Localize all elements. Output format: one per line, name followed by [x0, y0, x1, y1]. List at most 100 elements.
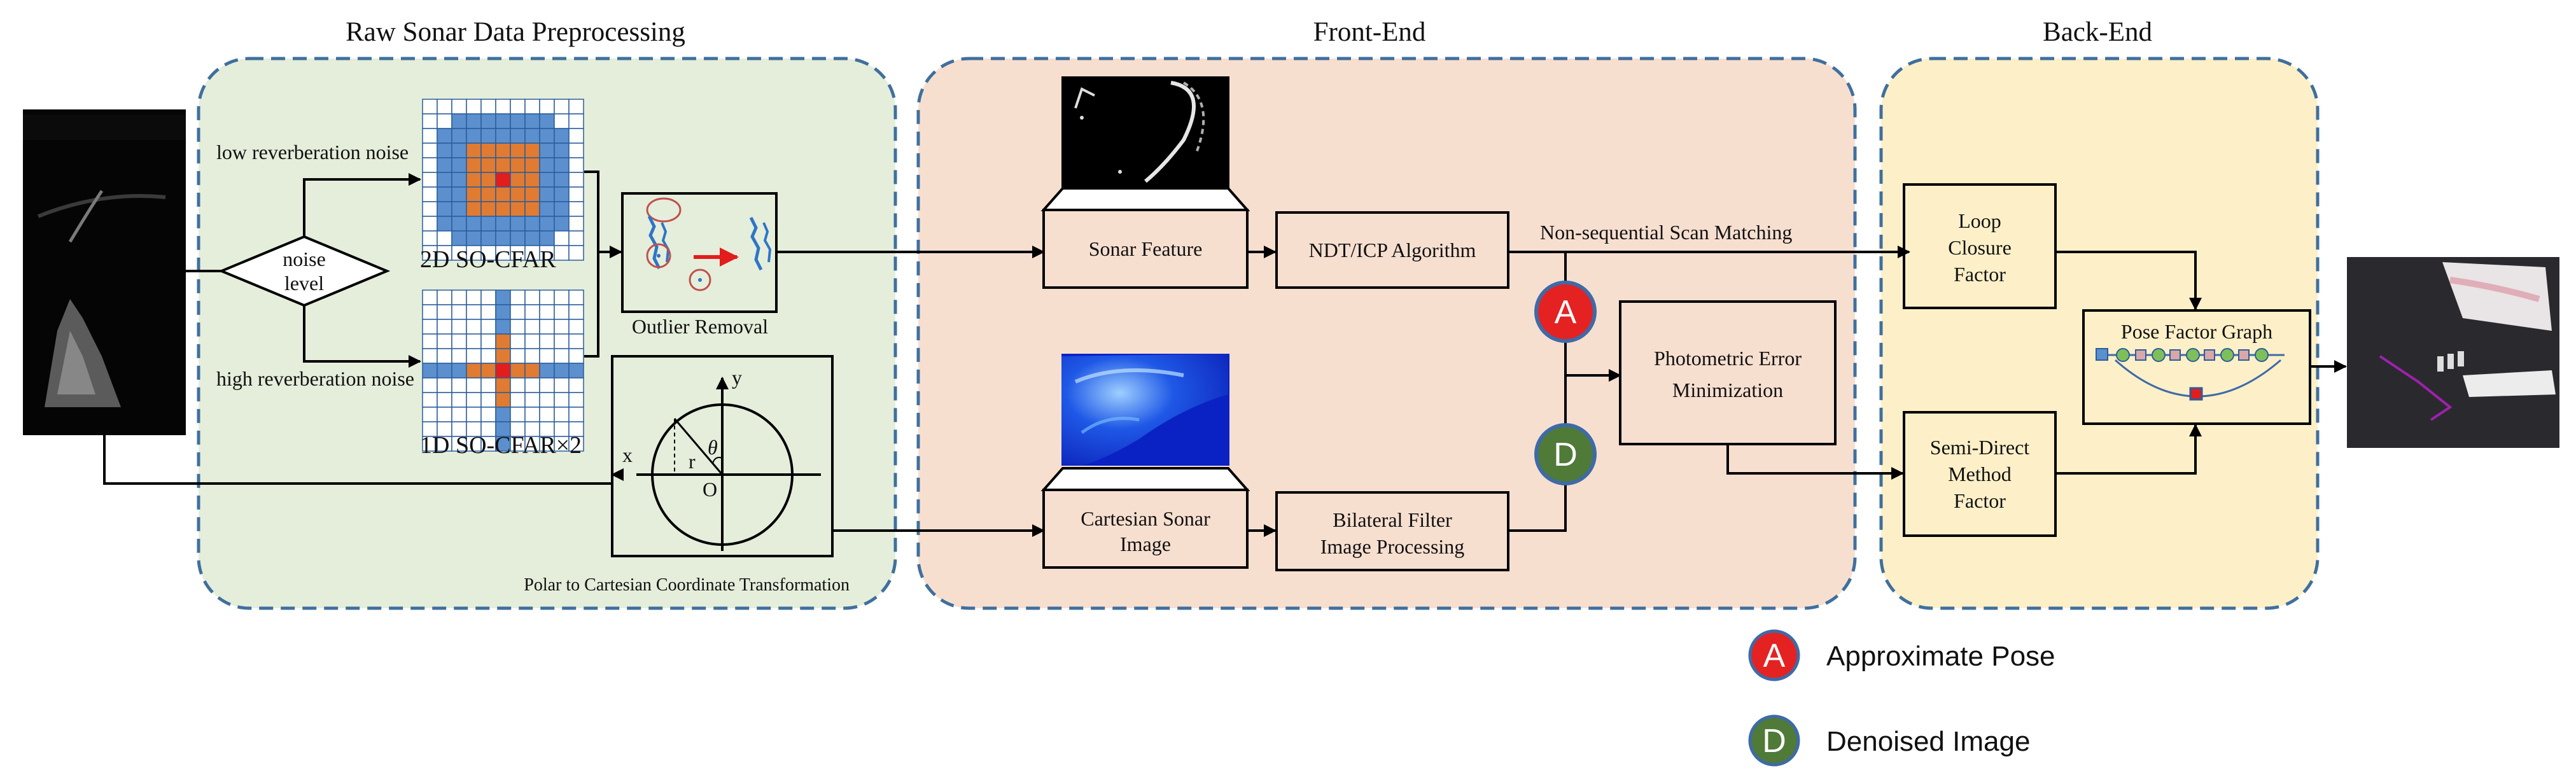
cfar-cell	[480, 172, 496, 188]
ndt-icp-label: NDT/ICP Algorithm	[1309, 239, 1476, 261]
cfar-cell	[524, 186, 540, 202]
cfar-cell	[422, 407, 438, 422]
cfar-cell	[466, 216, 482, 232]
cfar-cell	[539, 377, 555, 393]
cfar-cell	[466, 363, 482, 379]
cfar-cell	[510, 143, 526, 158]
axis-o-label: O	[703, 478, 717, 501]
outlier-removal-box	[621, 192, 778, 313]
legend-a: A Approximate Pose	[1748, 629, 2055, 681]
cfar-cell	[451, 157, 467, 173]
cfar-cell	[539, 128, 555, 144]
cfar-cell	[451, 363, 467, 379]
cfar-cell	[539, 289, 555, 305]
cfar-cell	[568, 289, 584, 305]
cfar-cell	[524, 392, 540, 408]
cfar-cell	[539, 201, 555, 217]
cfar-cell	[510, 333, 526, 349]
cfar-cell	[554, 186, 570, 202]
cfar-cell	[480, 216, 496, 232]
cfar-cell	[466, 289, 482, 305]
cfar-cell	[466, 128, 482, 144]
cfar-cell	[524, 319, 540, 335]
cfar-cell	[466, 377, 482, 393]
cfar-cell	[568, 348, 584, 364]
preprocessing-title: Raw Sonar Data Preprocessing	[346, 17, 685, 47]
cfar-cell	[466, 348, 482, 364]
cfar-cell	[437, 113, 452, 129]
cfar-cell	[422, 143, 438, 158]
cfar-cell	[510, 348, 526, 364]
cfar-cell	[437, 186, 452, 202]
cfar-cell	[568, 216, 584, 232]
cfar-cell	[495, 348, 511, 364]
bilateral-label-1: Bilateral Filter	[1333, 508, 1452, 531]
cfar-cell	[437, 377, 452, 393]
cfar-cell	[554, 216, 570, 232]
cfar-cell	[510, 216, 526, 232]
cfar-cell	[539, 230, 555, 246]
scan-matching-label: Non-sequential Scan Matching	[1540, 221, 1792, 244]
cfar-cell	[422, 304, 438, 320]
cfar-cell	[539, 407, 555, 422]
cfar-cell	[422, 99, 438, 115]
cfar-cell	[480, 392, 496, 408]
cfar-cell	[568, 143, 584, 158]
cfar-cell	[524, 304, 540, 320]
cfar-cell	[422, 377, 438, 393]
cfar-cell	[437, 289, 452, 305]
cfar-cell	[568, 407, 584, 422]
cfar-cell	[422, 319, 438, 335]
cfar-cell	[422, 128, 438, 144]
pose-graph-label: Pose Factor Graph	[2121, 320, 2272, 343]
cfar-cell	[524, 99, 540, 115]
cfar-cell	[480, 407, 496, 422]
cfar-cell	[510, 377, 526, 393]
cfar-cell	[480, 230, 496, 246]
cfar-cell	[495, 186, 511, 202]
legend-d: D Denoised Image	[1748, 714, 2030, 767]
coordinate-transform-box: y x r O θ	[611, 355, 834, 557]
cfar-cell	[524, 113, 540, 129]
output-map-image	[2347, 257, 2559, 448]
cfar-cell	[524, 348, 540, 364]
cfar-cell	[466, 230, 482, 246]
sonar-feature-label: Sonar Feature	[1089, 237, 1203, 260]
cfar-cell	[539, 143, 555, 158]
cfar-cell	[495, 172, 511, 188]
cfar-cell	[510, 304, 526, 320]
cfar-cell	[495, 113, 511, 129]
cfar-cell	[554, 392, 570, 408]
cfar-cell	[466, 143, 482, 158]
cfar-cell	[568, 363, 584, 379]
cfar-cell	[568, 172, 584, 188]
cfar-cell	[568, 377, 584, 393]
cfar-cell	[437, 157, 452, 173]
cfar-cell	[539, 157, 555, 173]
cfar-cell	[451, 186, 467, 202]
cfar-2d-grid	[422, 99, 584, 261]
cfar-cell	[480, 363, 496, 379]
cfar-cell	[437, 128, 452, 144]
cfar-cell	[539, 186, 555, 202]
cfar-cell	[466, 201, 482, 217]
cfar-cell	[539, 172, 555, 188]
cfar-cell	[495, 333, 511, 349]
photometric-label-1: Photometric Error	[1654, 347, 1802, 370]
cfar-cell	[495, 216, 511, 232]
cfar-cell	[422, 348, 438, 364]
backend-title: Back-End	[2043, 17, 2152, 47]
cfar-cell	[510, 289, 526, 305]
cfar-cell	[451, 99, 467, 115]
cfar-cell	[495, 128, 511, 144]
cfar-cell	[466, 172, 482, 188]
cfar-cell	[539, 319, 555, 335]
cfar-cell	[510, 172, 526, 188]
axis-y-label: y	[732, 366, 742, 389]
legend-a-letter: A	[1763, 637, 1786, 674]
cfar-cell	[495, 319, 511, 335]
cfar-cell	[539, 113, 555, 129]
cfar-cell	[568, 319, 584, 335]
cartesian-label-1: Cartesian Sonar	[1081, 507, 1210, 530]
cfar-cell	[510, 201, 526, 217]
